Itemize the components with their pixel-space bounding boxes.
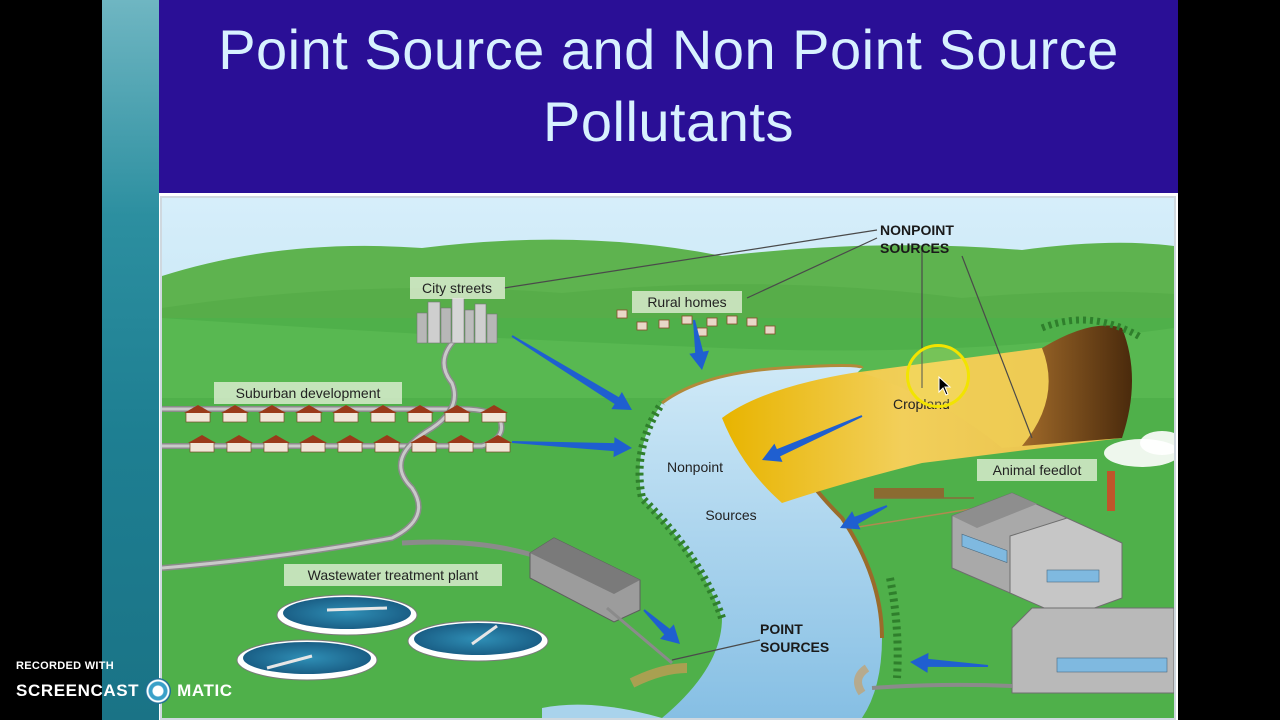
watermark-recorded-with: RECORDED WITH: [16, 660, 115, 672]
suburban-house: [184, 405, 212, 423]
suburban-house: [369, 405, 397, 423]
suburban-houses: [184, 405, 512, 453]
rural-homes-cluster: [616, 309, 776, 337]
suburban-house: [295, 405, 323, 423]
label-sources: Sources: [705, 507, 756, 523]
suburban-house: [480, 405, 508, 423]
suburban-house: [336, 435, 364, 453]
city-buildings: [416, 297, 498, 344]
arrow-feedlot-to-river: [840, 505, 888, 530]
label-city-streets: City streets: [422, 280, 492, 296]
screencast-logo-icon: [145, 678, 172, 704]
suburban-house: [258, 405, 286, 423]
flow-arrows: [511, 319, 989, 673]
slide-title-line-1: Point Source and Non Point Source: [218, 18, 1119, 81]
suburban-house: [262, 435, 290, 453]
suburban-house: [406, 405, 434, 423]
wastewater-plant: [236, 537, 673, 681]
suburban-house: [410, 435, 438, 453]
title-banner: [159, 0, 1178, 193]
suburban-house: [332, 405, 360, 423]
arrow-factory-to-river: [910, 652, 989, 673]
label-point-sources-line1: POINT: [760, 621, 803, 637]
suburban-house: [447, 435, 475, 453]
suburban-house: [225, 435, 253, 453]
suburban-house: [484, 435, 512, 453]
discharge-plume-right: [854, 664, 870, 696]
pollution-diagram: City streets Rural homes Suburban develo…: [160, 196, 1176, 720]
slide-title-line-2: Pollutants: [543, 90, 794, 153]
factory: [951, 431, 1174, 694]
screencast-watermark: RECORDED WITH SCREENCAST MATIC: [16, 660, 233, 704]
suburban-house: [373, 435, 401, 453]
arrow-suburb-to-river: [512, 437, 632, 458]
mouse-pointer-icon: [938, 376, 952, 396]
plowed-field: [1022, 325, 1132, 446]
label-animal-feedlot: Animal feedlot: [993, 462, 1082, 478]
label-nonpoint-sources-line1: NONPOINT: [880, 222, 954, 238]
label-point-sources-line2: SOURCES: [760, 639, 829, 655]
watermark-brand-part2: MATIC: [177, 681, 233, 700]
label-nonpoint-sources-line2: SOURCES: [880, 240, 949, 256]
river: [639, 365, 882, 718]
slide-side-decoration: [102, 0, 159, 720]
arrow-city-to-river: [511, 335, 632, 410]
suburban-house: [299, 435, 327, 453]
slide: Point Source and Non Point Source Pollut…: [102, 0, 1178, 720]
arrow-rural-to-river: [689, 319, 709, 370]
riverbank-trees-left: [635, 400, 726, 620]
arrow-cropland-to-river: [762, 415, 863, 462]
label-rural-homes: Rural homes: [647, 294, 726, 310]
arrow-plant-to-river: [643, 609, 680, 644]
label-nonpoint: Nonpoint: [667, 459, 723, 475]
slide-title: Point Source and Non Point Source Pollut…: [159, 14, 1178, 158]
label-suburban-development: Suburban development: [236, 385, 381, 401]
cursor-highlight-ring: [906, 344, 970, 408]
suburban-house: [443, 405, 471, 423]
pollution-diagram-illustration: City streets Rural homes Suburban develo…: [162, 198, 1174, 718]
label-wastewater-treatment-plant: Wastewater treatment plant: [308, 567, 479, 583]
suburban-house: [221, 405, 249, 423]
suburban-house: [188, 435, 216, 453]
watermark-brand-part1: SCREENCAST: [16, 681, 140, 700]
discharge-plume-left: [629, 663, 688, 688]
factory-outfall-pipe: [871, 682, 1013, 690]
